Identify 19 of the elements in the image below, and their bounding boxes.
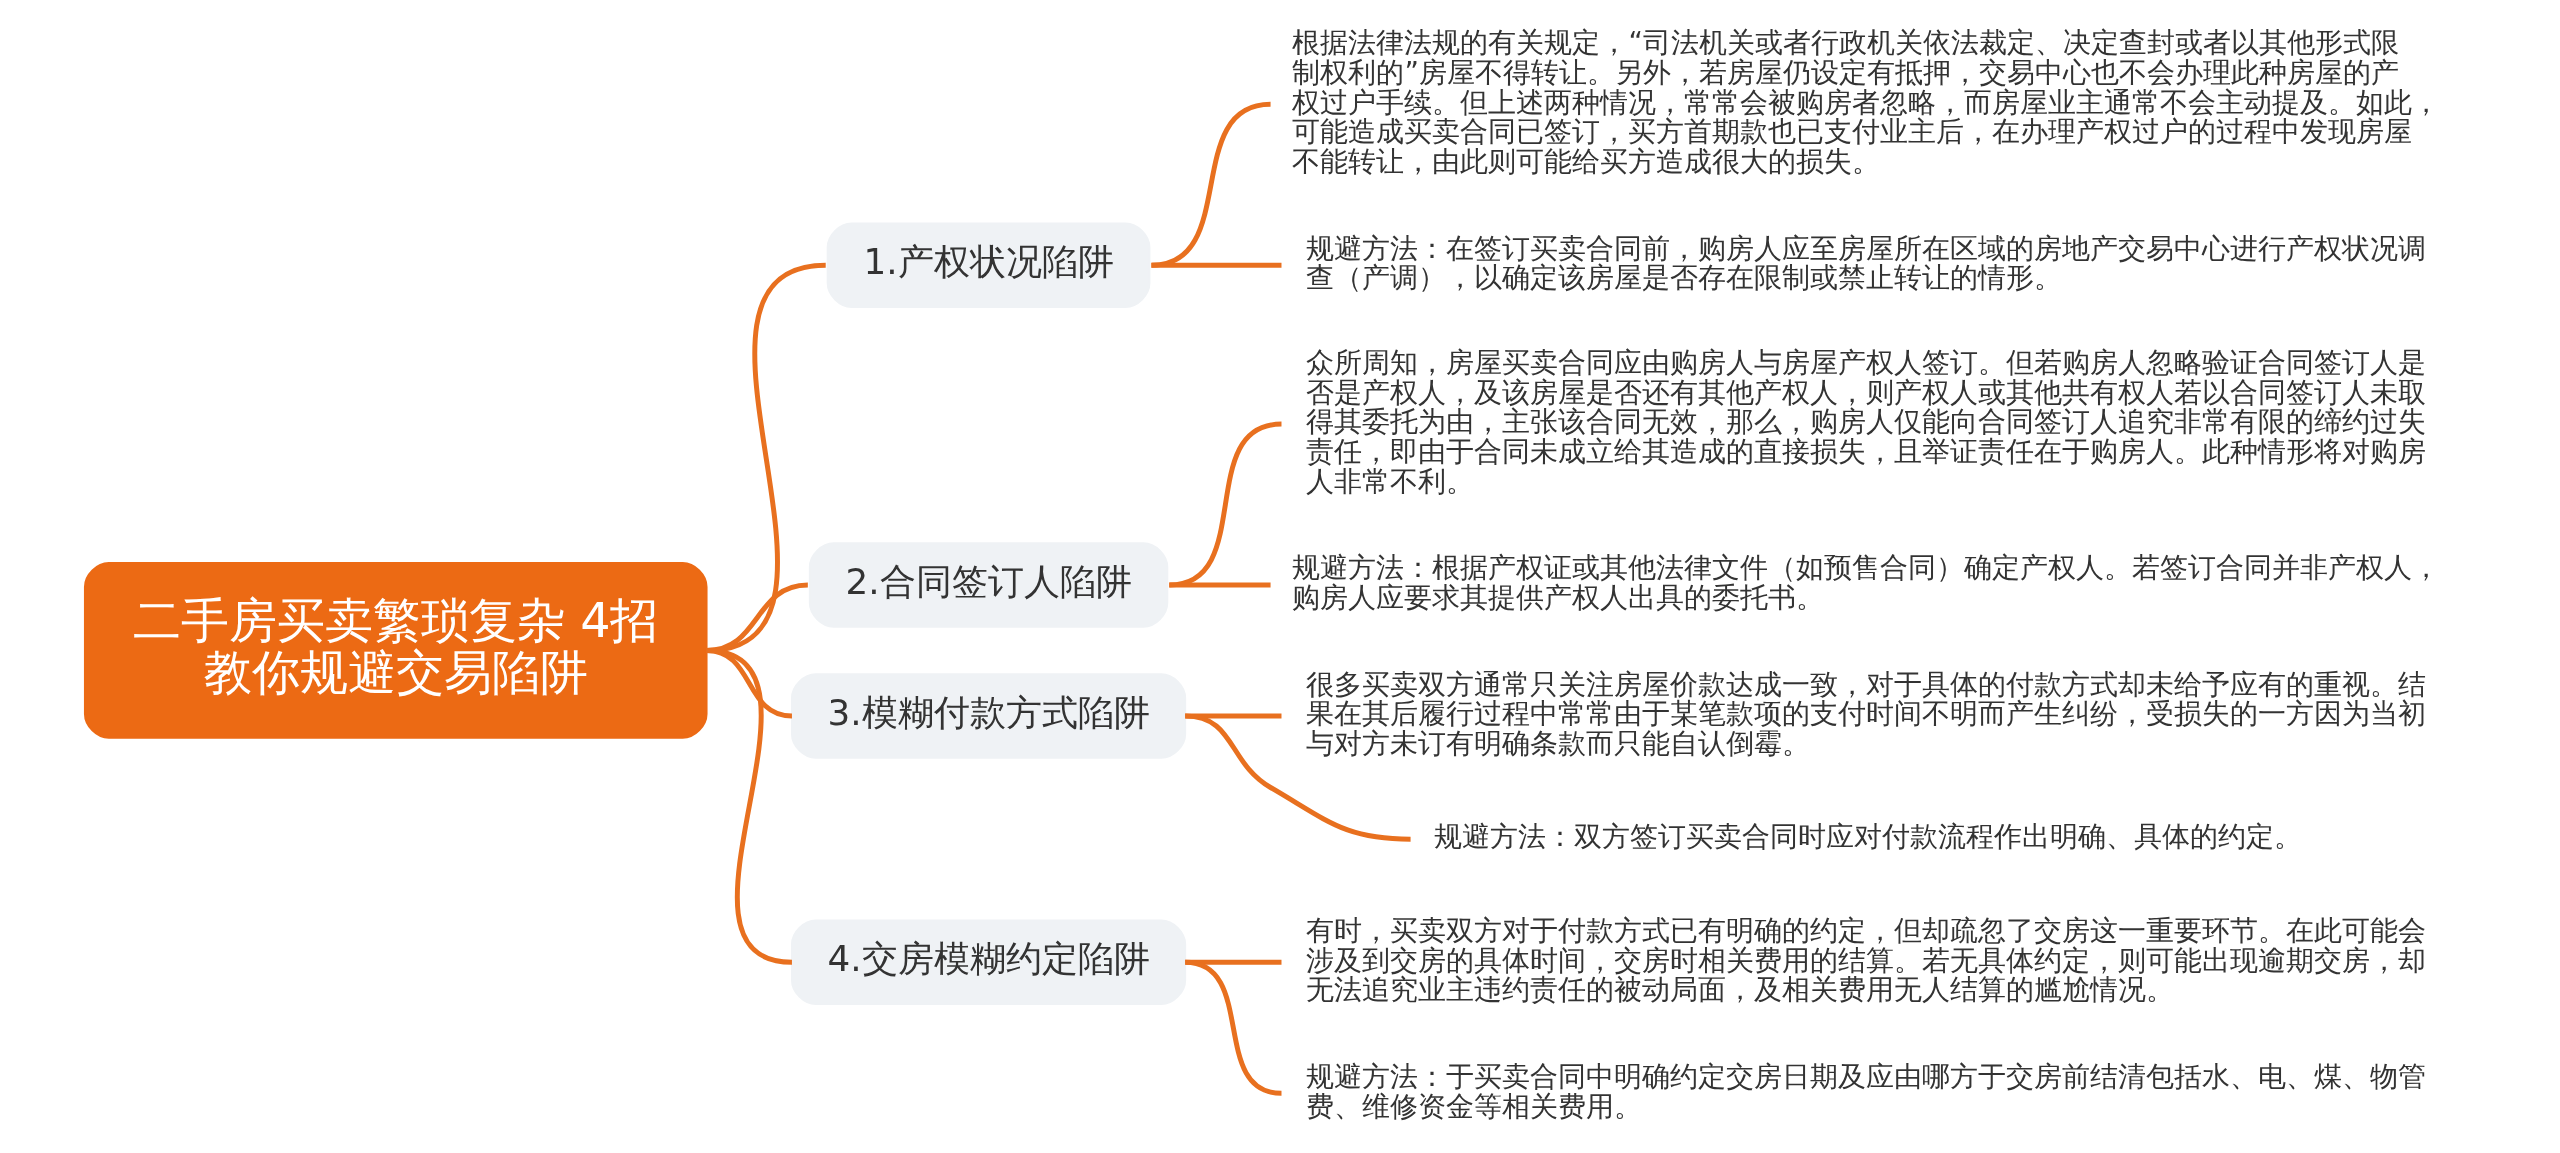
node-box: 2.合同签订人陷阱 [808,542,1168,628]
connector [1184,713,1411,842]
node-text: 有时，买卖双方对于付款方式已有明确的约定，但却疏忽了交房这一重要环节。在此可能会涉及到交房的具体时间，交房时相关费用的结算。若无具体约定，则可能出现逾期交房，却无法追究业主违约责任的被动局面，及相关费用无人结算的尴尬情况。 [1305,913,2426,1007]
node-text: 根据法律法规的有关规定，“司法机关或者行政机关依法裁定、决定查封或者以其他形式限制权利的”房屋不得转让。另外，若房屋仍设定有抵押，交易中心也不会办理此种房屋的产权过户手续。但上述两种情况，常常会被购房者忽略，而房屋业主通常不会主动提及。如此，可能造成买卖合同已签订，买方首期款也已支付业主后，在办理产权过户的过程中发现房屋不能转让，由此则可能给买方造成很大的损失。 [1291,26,2440,179]
connector [1150,262,1281,268]
connector [1168,582,1271,588]
node-text: 很多买卖双方通常只关注房屋价款达成一致，对于具体的付款方式却未给予应有的重视。结果在其后履行过程中常常由于某笔款项的支付时间不明而产生纠纷，受损失的一方因为当初与对方未订有明确条款而只能自认倒霉。 [1305,667,2426,761]
node-box: 1.产权状况陷阱 [826,222,1150,308]
node-text: 规避方法：双方签订买卖合同时应对付款流程作出明确、具体的约定。 [1433,820,2302,854]
node-box: 二手房买卖繁琐复杂 4招教你规避交易陷阱 [83,562,708,739]
node-text: 规避方法：根据产权证或其他法律文件（如预售合同）确定产权人。若签订合同并非产权人，购房人应要求其提供产权人出具的委托书。 [1291,551,2440,615]
node-text: 规避方法：于买卖合同中明确约定交房日期及应由哪方于交房前结清包括水、电、煤、物管费、维修资金等相关费用。 [1305,1059,2426,1123]
node-box: 3.模糊付款方式陷阱 [790,673,1186,759]
connector [1184,959,1282,1096]
node-text: 规避方法：在签订买卖合同前，购房人应至房屋所在区域的房地产交易中心进行产权状况调查（产调），以确定该房屋是否存在限制或禁止转让的情形。 [1305,231,2426,295]
node-box: 4.交房模糊约定陷阱 [790,919,1186,1005]
node-text: 众所周知，房屋买卖合同应由购房人与房屋产权人签订。但若购房人忽略验证合同签订人是否是产权人，及该房屋是否还有其他产权人，则产权人或其他共有权人若以合同签订人未取得其委托为由，主张该合同无效，那么，购房人仅能向合同签订人追究非常有限的缔约过失责任，即由于合同未成立给其造成的直接损失，且举证责任在于购房人。此种情形将对购房人非常不利。 [1305,345,2426,498]
connector [705,648,792,965]
connector [1168,421,1282,588]
